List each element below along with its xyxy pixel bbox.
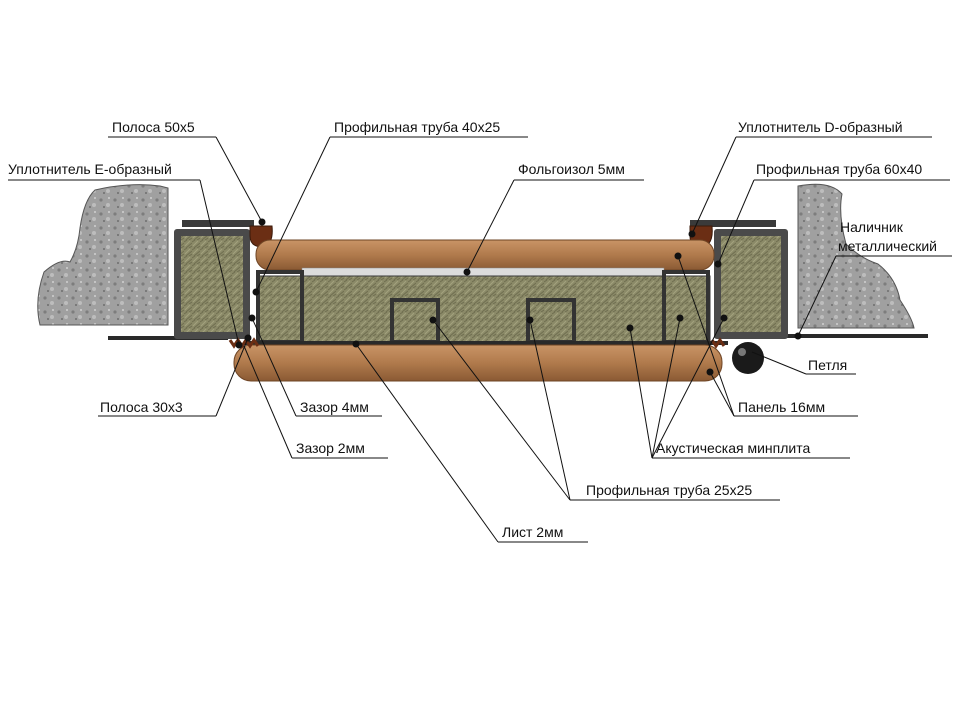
- label-hinge: Петля: [808, 357, 847, 373]
- hinge-highlight: [738, 348, 746, 356]
- label-seal-e: Уплотнитель Е-образный: [8, 161, 172, 177]
- label-gap-2: Зазор 2мм: [296, 440, 365, 456]
- panel-bottom: [233, 344, 723, 382]
- seal-e-left: [228, 337, 260, 349]
- tube-60x40-left-inner: [181, 236, 243, 332]
- base-plate-right: [720, 334, 928, 338]
- label-tube-40x25: Профильная труба 40х25: [334, 119, 500, 135]
- label-foil-izol: Фольгоизол 5мм: [518, 161, 625, 177]
- sheet-2mm: [244, 341, 728, 345]
- label-panel-16: Панель 16мм: [738, 399, 825, 415]
- label-tube-60x40: Профильная труба 60х40: [756, 161, 922, 177]
- base-plate-left: [108, 336, 228, 340]
- hinge: [732, 342, 764, 374]
- label-acoustic: Акустическая минплита: [656, 440, 810, 456]
- core-wool: [257, 275, 711, 343]
- label-sheet-2: Лист 2мм: [502, 524, 563, 540]
- label-tube-25x25: Профильная труба 25х25: [586, 482, 752, 498]
- label-strip-30x3: Полоса 30х3: [100, 399, 183, 415]
- strip-50x5-left: [182, 220, 254, 227]
- panel-top: [255, 239, 715, 271]
- label-seal-d: Уплотнитель D-образный: [738, 119, 903, 135]
- label-gap-4: Зазор 4мм: [300, 399, 369, 415]
- wall-left: [37, 184, 169, 326]
- seal-e-right: [710, 337, 726, 349]
- strip-50x5-right: [690, 220, 776, 227]
- label-trim-line2: металлический: [838, 238, 937, 254]
- label-strip-50x5: Полоса 50х5: [112, 119, 195, 135]
- leader-lines: [8, 136, 952, 543]
- foil-layer: [301, 267, 665, 277]
- tube-60x40-right-inner: [721, 236, 781, 332]
- label-trim-line1: Наличник: [840, 219, 904, 235]
